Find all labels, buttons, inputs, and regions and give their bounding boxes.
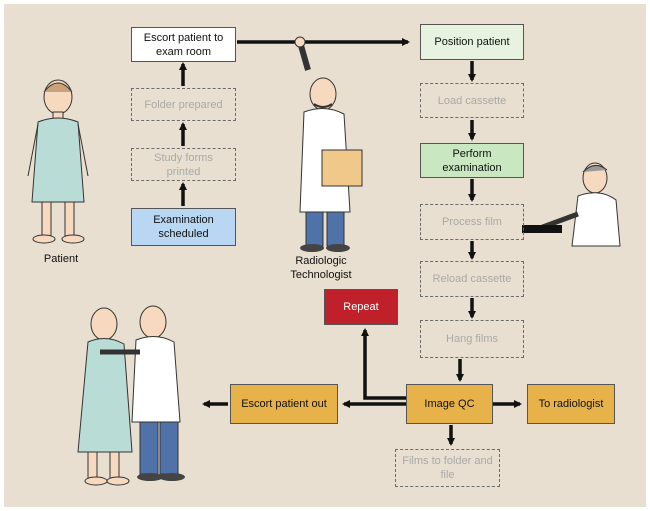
technologist-at-processor-figure [522, 162, 621, 247]
study-forms-printed-box: Study forms printed [131, 148, 236, 181]
patient-figure [27, 79, 89, 244]
technologist-figure [294, 36, 363, 252]
reload-cassette-box: Reload cassette [420, 261, 524, 297]
load-cassette-box: Load cassette [420, 83, 524, 118]
films-to-folder-and-file-box: Films to folder and file [395, 449, 500, 487]
arrow-qc-to-repeat [361, 328, 408, 400]
folder-prepared-box: Folder prepared [131, 88, 236, 121]
perform-examination-box: Perform examination [420, 143, 524, 178]
position-patient-box: Position patient [420, 24, 524, 60]
technologist-label: Radiologic Technologist [290, 255, 352, 281]
image-qc-box: Image QC [406, 384, 493, 424]
technologist-escorting-patient-figure [77, 305, 185, 486]
hang-films-box: Hang films [420, 320, 524, 358]
escort-patient-out-box: Escort patient out [230, 384, 338, 424]
repeat-box: Repeat [324, 289, 398, 325]
escort-patient-to-exam-room-box: Escort patient to exam room [131, 27, 236, 62]
patient-label: Patient [43, 253, 79, 265]
process-film-box: Process film [420, 204, 524, 240]
examination-scheduled-box: Examination scheduled [131, 208, 236, 246]
to-radiologist-box: To radiologist [527, 384, 615, 424]
